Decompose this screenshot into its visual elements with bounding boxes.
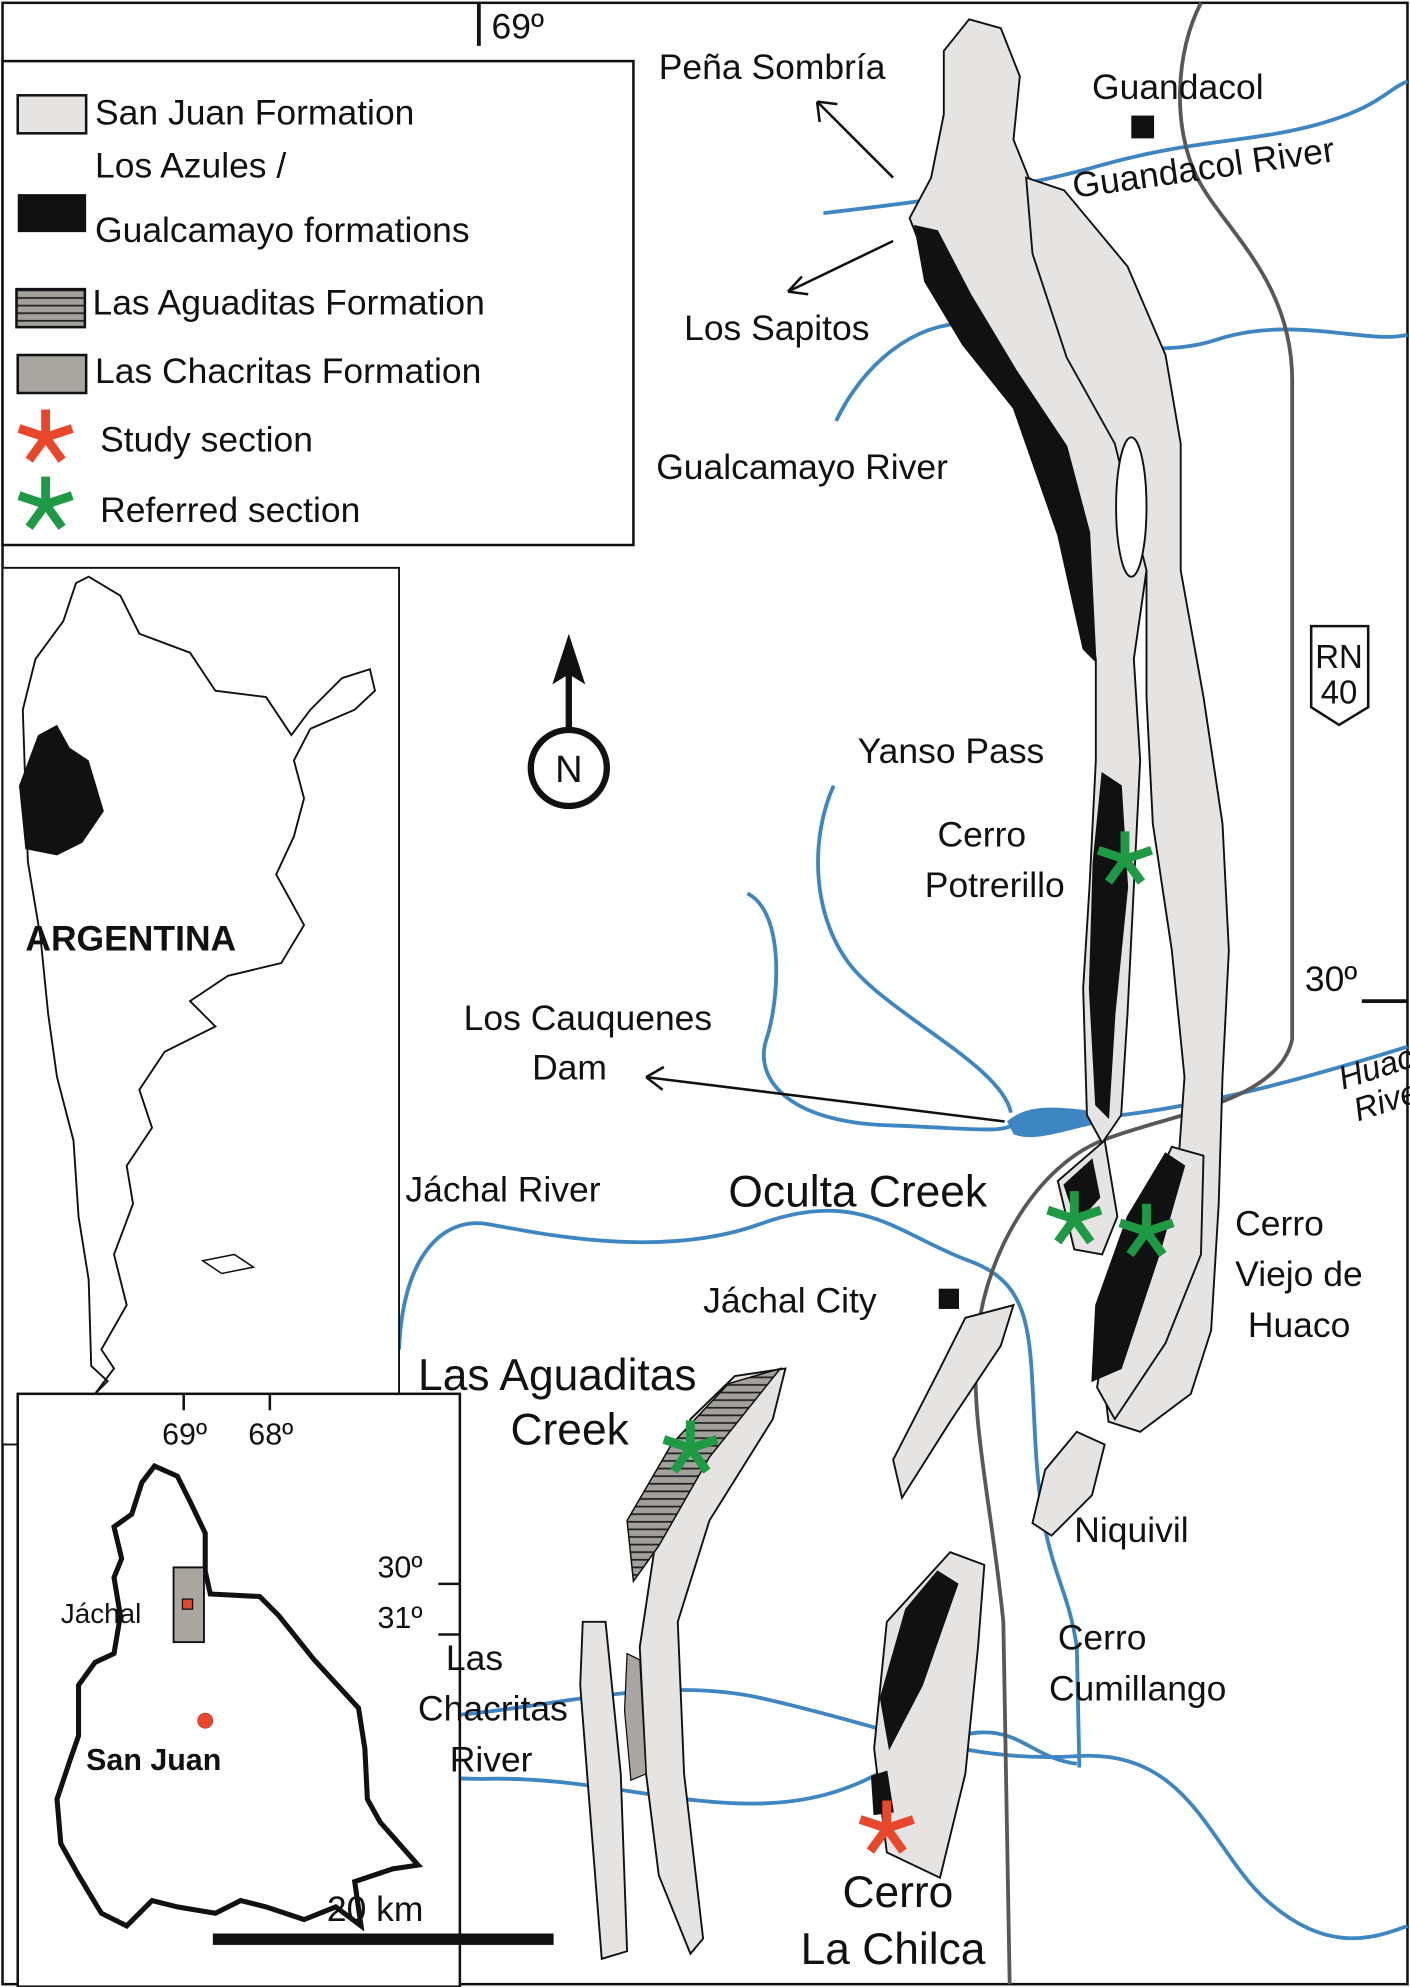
argentina-outline	[21, 575, 377, 1395]
label-los-cauquenes-2: Dam	[532, 1048, 607, 1088]
legend-label-las-chacritas: Las Chacritas Formation	[95, 351, 481, 391]
san-juan-province-highlight	[19, 724, 104, 856]
label-oculta-creek: Oculta Creek	[728, 1167, 988, 1216]
label-cerro-potrerillo-1: Cerro	[937, 815, 1026, 855]
pointer-arrows	[645, 100, 1005, 1123]
malvinas-islands	[200, 1253, 256, 1275]
huaco-tributary-east	[816, 784, 1013, 1114]
argentina-label: ARGENTINA	[25, 918, 236, 958]
scale-bar-line	[212, 1933, 554, 1945]
label-gualcamayo-river: Gualcamayo River	[656, 447, 948, 487]
legend-label-study-section: Study section	[100, 419, 313, 459]
label-los-cauquenes-1: Los Cauquenes	[464, 998, 712, 1038]
legend-swatch-san-juan	[16, 94, 88, 135]
las-chacritas-formation	[623, 1652, 647, 1782]
huaco-tributary-west	[746, 891, 1021, 1132]
rn40-shield: RN 40	[1309, 624, 1370, 727]
label-las-aguaditas-1: Las Aguaditas	[418, 1351, 697, 1400]
san-juan-formation-niquivil	[1031, 1430, 1106, 1537]
san-juan-city-dot	[197, 1712, 214, 1729]
label-cerro-cumillango-1: Cerro	[1058, 1618, 1147, 1658]
inset-lat-31: 31º	[378, 1601, 423, 1635]
legend-swatch-las-aguaditas	[15, 287, 87, 329]
rn40-label-2: 40	[1321, 673, 1358, 710]
legend: San Juan Formation Los Azules / Gualcama…	[1, 59, 635, 547]
label-los-sapitos: Los Sapitos	[684, 308, 869, 348]
legend-swatch-los-azules	[17, 194, 87, 233]
los-sapitos-arrow-icon	[787, 239, 894, 296]
scale-bar-label: 20 km	[327, 1889, 424, 1929]
label-cerro-la-chilca-1: Cerro	[842, 1868, 953, 1917]
rn40-label-1: RN	[1315, 638, 1363, 675]
north-arrow-icon	[552, 633, 586, 685]
longitude-label: 69º	[492, 6, 544, 46]
guandacol-town-marker	[1131, 115, 1155, 139]
inset-lat-30: 30º	[378, 1551, 423, 1585]
label-yanso-pass: Yanso Pass	[858, 731, 1045, 771]
label-las-aguaditas-2: Creek	[511, 1405, 630, 1454]
label-pena-sombria: Peña Sombría	[659, 47, 886, 87]
los-azules-formation-gualcamayo	[913, 224, 1097, 664]
san-juan-formation-east	[1025, 176, 1230, 1433]
pena-sombria-arrow-icon	[815, 100, 895, 179]
las-aguaditas-formation	[626, 1367, 783, 1584]
legend-label-los-azules-1: Los Azules /	[95, 146, 286, 186]
legend-label-los-azules-2: Gualcamayo formations	[95, 210, 470, 250]
north-arrow: N	[527, 633, 610, 810]
legend-swatch-las-chacritas	[16, 353, 88, 395]
label-cerro-potrerillo-2: Potrerillo	[925, 865, 1065, 905]
san-juan-formation-west-body	[579, 1620, 629, 1961]
argentina-overview-map: ARGENTINA	[1, 566, 401, 1446]
inset-lon-68: 68º	[248, 1417, 293, 1451]
label-cerro-viejo-3: Huaco	[1248, 1305, 1351, 1345]
legend-label-las-aguaditas: Las Aguaditas Formation	[92, 282, 484, 322]
label-cerro-viejo-2: Viejo de	[1235, 1254, 1363, 1294]
los-cauquenes-arrow-icon	[645, 1065, 1005, 1123]
label-cerro-cumillango-2: Cumillango	[1049, 1668, 1226, 1708]
legend-label-referred-section: Referred section	[100, 490, 360, 530]
label-niquivil: Niquivil	[1074, 1510, 1188, 1550]
formation-hole	[1115, 436, 1148, 578]
north-label: N	[555, 749, 582, 791]
label-las-chacritas-2: Chacritas	[418, 1689, 568, 1729]
label-cerro-la-chilca-2: La Chilca	[801, 1925, 986, 1974]
san-juan-inset-map: 69º 68º 30º 31º Jáchal San Juan	[16, 1392, 462, 1987]
huaco-river	[1095, 1044, 1409, 1120]
label-jachal-river: Jáchal River	[405, 1169, 600, 1209]
legend-label-san-juan: San Juan Formation	[95, 92, 414, 132]
inset-lon-69: 69º	[162, 1417, 207, 1451]
san-juan-formation-niquivil-north	[892, 1303, 1015, 1501]
study-area-marker	[181, 1598, 194, 1610]
latitude-label: 30º	[1305, 959, 1357, 999]
place-labels: Peña Sombría Guandacol Guandacol River L…	[405, 47, 1410, 1974]
san-juan-province-outline	[54, 1462, 424, 1932]
label-las-chacritas-3: River	[450, 1739, 533, 1779]
label-cerro-viejo-1: Cerro	[1235, 1203, 1324, 1243]
label-guandacol: Guandacol	[1092, 67, 1264, 107]
los-azules-formation-viejo	[1091, 1152, 1186, 1383]
formations	[579, 18, 1230, 1961]
label-las-chacritas-1: Las	[446, 1638, 503, 1678]
los-cauquenes-dam	[1007, 1107, 1103, 1138]
scale-bar: 20 km	[212, 1889, 554, 1945]
inset-san-juan-label: San Juan	[86, 1743, 221, 1777]
inset-jachal-label: Jáchal	[61, 1598, 142, 1629]
los-azules-formation-chilca	[879, 1570, 959, 1751]
jachal-city-marker	[938, 1288, 960, 1309]
legend-box	[1, 59, 635, 547]
label-jachal-city: Jáchal City	[703, 1281, 877, 1321]
